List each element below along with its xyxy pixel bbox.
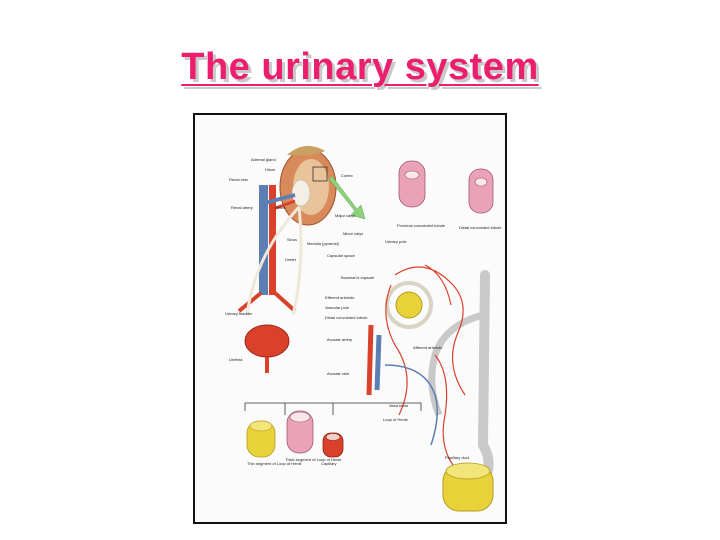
label-vasa-recta: Vasa recta bbox=[389, 403, 409, 408]
loop-bracket bbox=[244, 402, 422, 415]
zoom-box bbox=[312, 166, 328, 182]
kidney-overview bbox=[237, 145, 366, 373]
label-ureter: Ureter bbox=[285, 257, 297, 262]
slide-title: The urinary system bbox=[181, 46, 539, 88]
label-thick-segment: Thick segment of Loop of Henle bbox=[285, 457, 342, 462]
urinary-system-illustration: Adrenal gland Hilum Cortex Renal vein Re… bbox=[193, 113, 507, 524]
label-arcuate-vein: Arcuate vein bbox=[327, 371, 349, 376]
vena-cava bbox=[259, 185, 268, 295]
label-efferent-arteriole: Efferent arteriole bbox=[325, 295, 355, 300]
label-sinus: Sinus bbox=[287, 237, 297, 242]
collecting-branch bbox=[428, 311, 484, 417]
label-capsular-space: Capsular space bbox=[327, 253, 356, 258]
label-cortex: Cortex bbox=[341, 173, 353, 178]
peritubular-capillaries bbox=[385, 264, 466, 466]
label-papillary-duct: Papillary duct bbox=[445, 455, 470, 460]
renal-pelvis-shape bbox=[291, 179, 311, 207]
renal-artery-shape bbox=[272, 199, 296, 211]
label-thin-segment: Thin segment of Loop of Henle bbox=[247, 461, 302, 466]
label-proximal-tubule: Proximal convoluted tubule bbox=[397, 223, 446, 228]
glomerulus bbox=[395, 291, 423, 319]
arcuate-vein-shape bbox=[374, 334, 382, 391]
ureter-left bbox=[245, 205, 301, 316]
label-arcuate-artery: Arcuate artery bbox=[327, 337, 352, 342]
proximal-tubule-lumen bbox=[404, 170, 420, 180]
label-vascular-pole: Vascular pole bbox=[325, 305, 350, 310]
label-distal-tubule: Distal convoluted tubule bbox=[459, 225, 502, 230]
label-pelvis: Pelvis bbox=[275, 205, 286, 210]
collecting-duct bbox=[476, 270, 494, 490]
label-hilum: Hilum bbox=[265, 167, 276, 172]
arcuate-artery-shape bbox=[366, 324, 374, 396]
bladder-shape bbox=[244, 324, 290, 358]
vasa-recta-shape bbox=[384, 364, 438, 446]
papillary-duct-top bbox=[445, 462, 491, 480]
label-medulla: Medulla (pyramid) bbox=[307, 241, 340, 246]
label-major-calyx: Major calyx bbox=[335, 213, 355, 218]
proximal-tubule-cylinder bbox=[398, 160, 426, 208]
capillary-top bbox=[325, 433, 341, 441]
label-afferent-arteriole: Afferent arteriole bbox=[413, 345, 443, 350]
tubule-cross-sections bbox=[398, 160, 494, 214]
label-urinary-bladder: Urinary bladder bbox=[225, 311, 253, 316]
glomerulus-capsule bbox=[385, 281, 433, 329]
label-loop-of-henle: Loop of Henle bbox=[383, 417, 409, 422]
renal-vein-shape bbox=[264, 193, 296, 205]
label-capillary: Capillary bbox=[321, 461, 337, 466]
label-distal-tubule-2: Distal convoluted tubule bbox=[325, 315, 368, 320]
label-adrenal-gland: Adrenal gland bbox=[251, 157, 276, 162]
label-renal-vein: Renal vein bbox=[229, 177, 248, 182]
thick-segment-cylinder bbox=[286, 410, 314, 454]
loop-sections bbox=[244, 402, 422, 458]
label-bowmans-capsule: Bowman's capsule bbox=[341, 275, 375, 280]
distal-tubule-lumen bbox=[474, 177, 488, 187]
thin-segment-top bbox=[249, 420, 273, 432]
distal-tubule-cylinder bbox=[468, 168, 494, 214]
ureter-right bbox=[291, 206, 303, 316]
zoom-arrow bbox=[328, 175, 366, 220]
label-urinary-pole: Urinary pole bbox=[385, 239, 407, 244]
label-renal-artery: Renal artery bbox=[231, 205, 253, 210]
thick-segment-top bbox=[289, 411, 311, 423]
nephron-detail bbox=[366, 264, 494, 512]
figure-labels: Adrenal gland Hilum Cortex Renal vein Re… bbox=[225, 157, 502, 466]
adrenal-gland-shape bbox=[287, 145, 325, 156]
label-minor-calyx: Minor calyx bbox=[343, 231, 363, 236]
label-urethra: Urethra bbox=[229, 357, 243, 362]
